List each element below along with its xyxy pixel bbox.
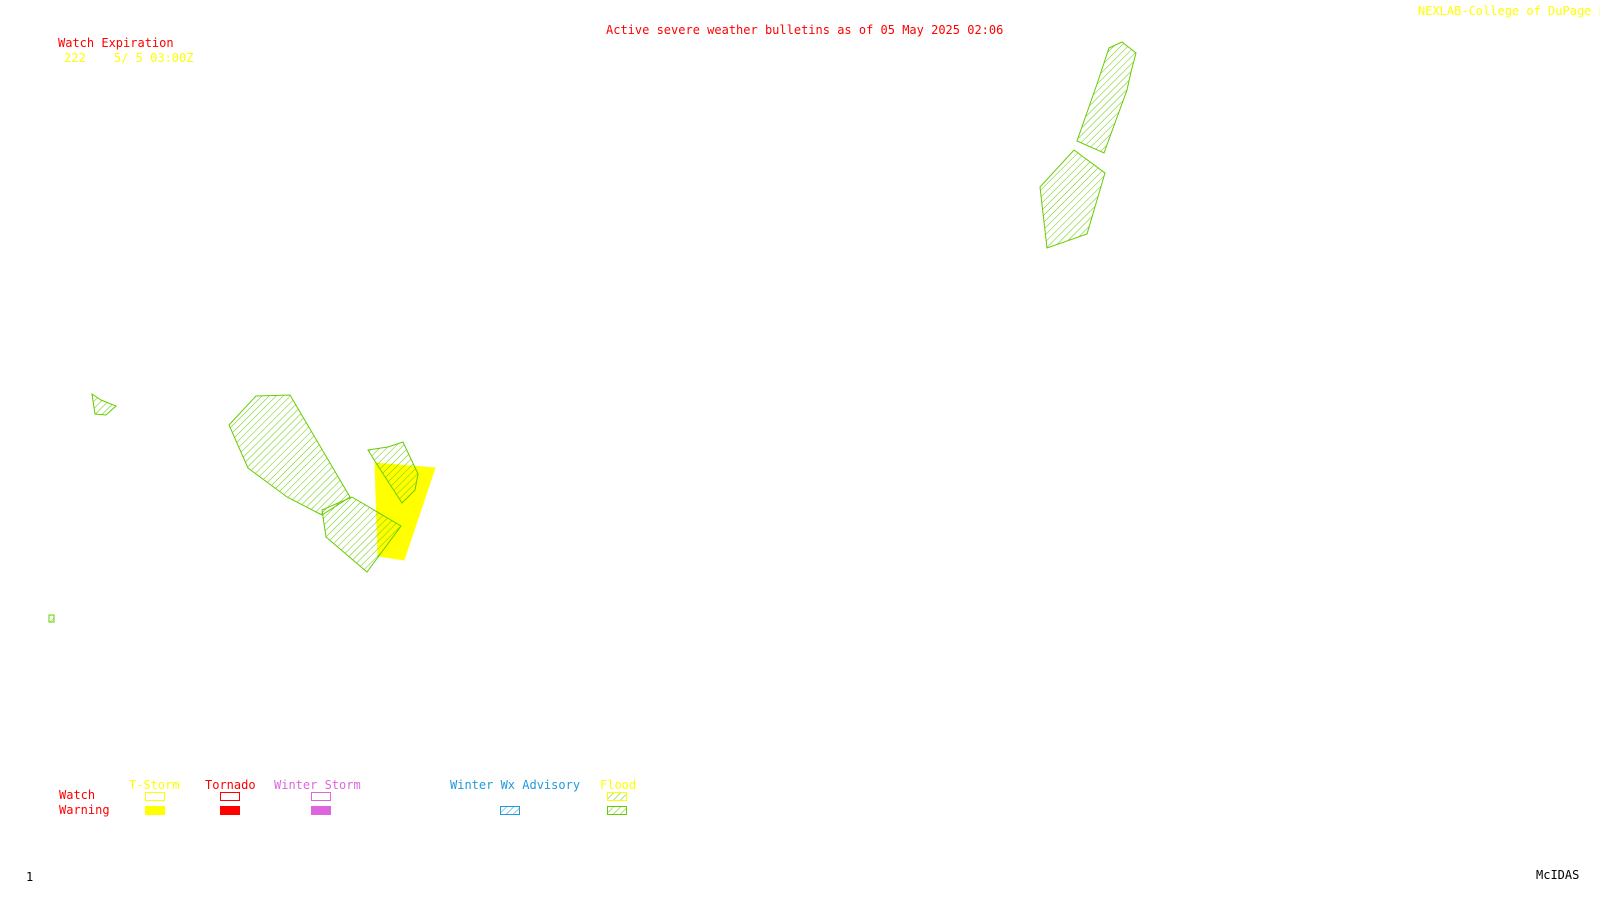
legend-tstorm-label: T-Storm [129, 778, 180, 792]
legend-winter-storm-label: Winter Storm [274, 778, 361, 792]
legend-warning-row-label: Warning [59, 803, 110, 817]
legend-tstorm-watch-swatch [145, 792, 165, 801]
legend-winter-advisory-label: Winter Wx Advisory [450, 778, 581, 792]
software-label: McIDAS [1536, 868, 1580, 882]
legend-winter-storm-watch-swatch [311, 792, 331, 801]
watch-expiration-time: 5/ 5 03:00Z [114, 51, 194, 65]
legend-tornado-watch-swatch [220, 792, 240, 801]
legend-flood-warning-swatch [607, 806, 627, 815]
legend-flood-label: Flood [600, 778, 637, 792]
flood-area-central-south [321, 496, 402, 573]
legend-watch-row-label: Watch [59, 788, 96, 802]
watch-expiration-label: Watch Expiration [58, 36, 174, 50]
bulletin-title: Active severe weather bulletins as of 05… [606, 23, 1004, 37]
legend-tornado-label: Tornado [205, 778, 256, 792]
flood-area-northeast-upper [1076, 41, 1137, 154]
frame-number: 1 [26, 870, 34, 884]
flood-area-northeast-lower [1039, 149, 1106, 249]
legend-flood-watch-swatch [607, 792, 627, 801]
watch-number: 222 [64, 51, 86, 65]
flood-area-central-large [228, 394, 351, 516]
source-credit: NEXLAB-College of DuPage E [1418, 4, 1600, 18]
legend-tstorm-warning-swatch [145, 806, 165, 815]
legend-tornado-warning-swatch [220, 806, 240, 815]
legend-winter-advisory-swatch [500, 806, 520, 815]
legend-winter-storm-warning-swatch [311, 806, 331, 815]
flood-area-far-west-tiny [48, 614, 55, 623]
flood-area-central-east [367, 441, 419, 504]
flood-area-west-small [91, 392, 117, 416]
